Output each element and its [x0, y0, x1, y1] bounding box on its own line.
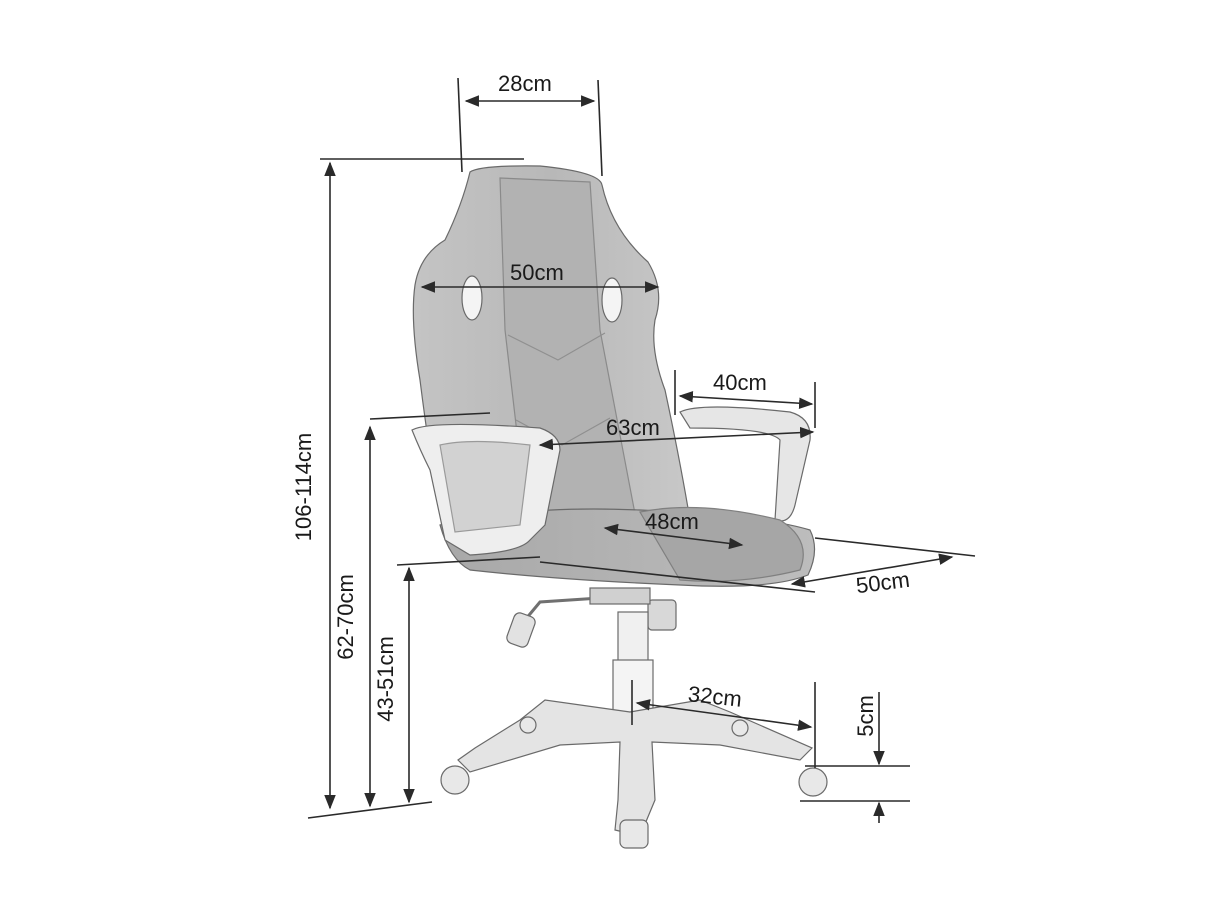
dimension-lines [307, 77, 976, 823]
armrest-right [679, 406, 811, 522]
label-total-height: 106-114cm [291, 432, 317, 542]
label-caster-height: 5cm [852, 695, 878, 737]
casters [440, 716, 828, 849]
label-seat-height: 43-51cm [372, 636, 398, 722]
backrest-hole-left [461, 275, 483, 321]
gas-lift [617, 611, 649, 665]
label-base-radius: 32cm [686, 681, 744, 712]
backrest-hole-right [601, 277, 623, 323]
label-seat-width: 48cm [645, 509, 699, 534]
tilt-knob [647, 599, 677, 631]
label-headrest-width: 28cm [498, 71, 552, 96]
chair-illustration [411, 165, 828, 849]
label-armrest-depth: 40cm [713, 370, 767, 395]
label-width-between-armrests: 63cm [606, 415, 660, 440]
height-lever [523, 596, 601, 621]
star-base [457, 699, 814, 837]
label-backrest-width: 50cm [510, 260, 564, 285]
label-armrest-height: 62-70cm [332, 574, 358, 660]
